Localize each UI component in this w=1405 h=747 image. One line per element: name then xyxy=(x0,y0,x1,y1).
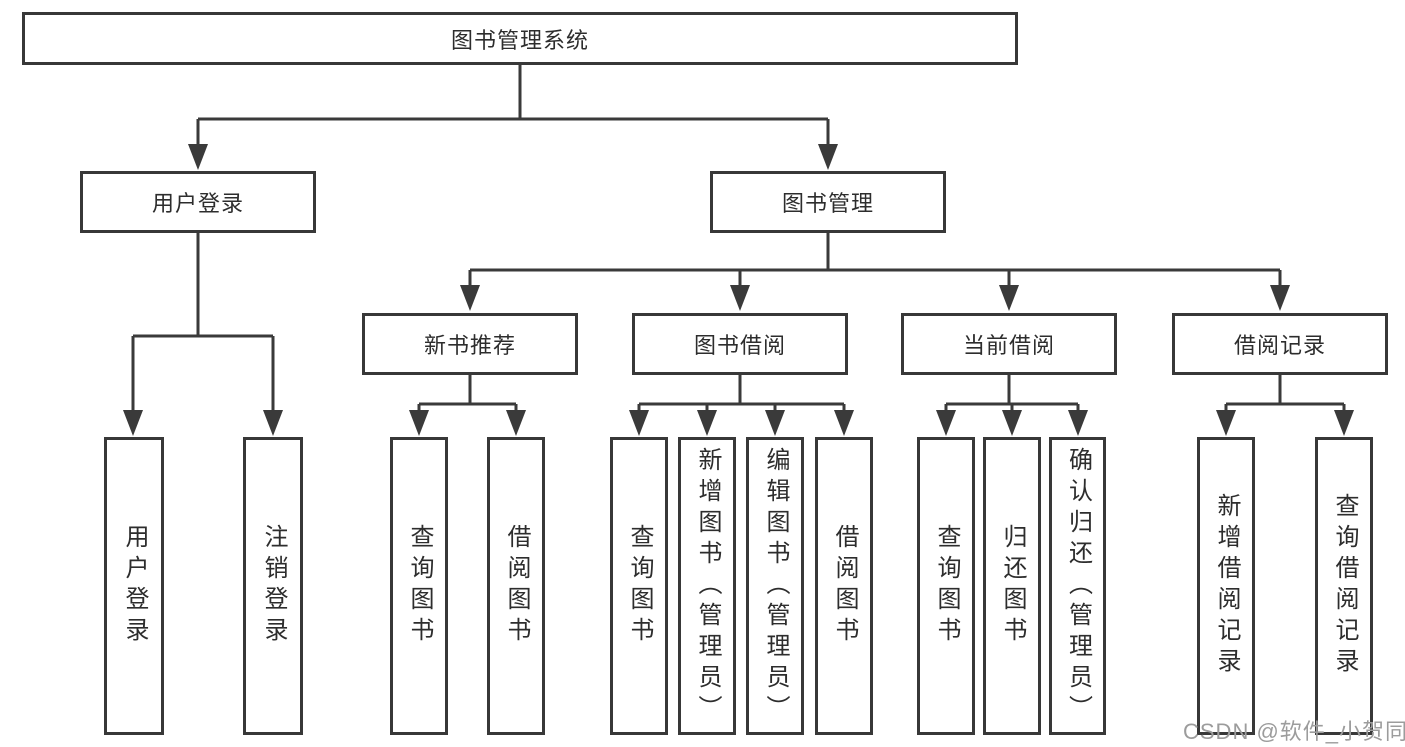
arrowhead xyxy=(834,410,854,436)
leaf-borrow-books: 借阅图书 xyxy=(815,437,873,735)
leaf-query-books: 查询图书 xyxy=(610,437,668,735)
connector-book-management-to-sections xyxy=(460,233,1290,311)
arrowhead xyxy=(765,410,785,436)
node-new-book-recommend: 新书推荐 xyxy=(362,313,578,375)
leaf-confirm-return-admin: 确认归还（管理员） xyxy=(1049,437,1106,735)
node-library-management-system: 图书管理系统 xyxy=(22,12,1018,65)
leaf-edit-book-admin: 编辑图书（管理员） xyxy=(746,437,804,735)
arrowhead xyxy=(1334,410,1354,436)
connector-new-books-to-leaves xyxy=(409,375,526,436)
leaf-query-books: 查询图书 xyxy=(917,437,975,735)
node-book-borrowing: 图书借阅 xyxy=(632,313,848,375)
leaf-user-login: 用户登录 xyxy=(104,437,164,735)
arrowhead xyxy=(506,410,526,436)
node-borrowing-records: 借阅记录 xyxy=(1172,313,1388,375)
leaf-borrow-books: 借阅图书 xyxy=(487,437,545,735)
arrowhead xyxy=(1002,410,1022,436)
connector-current-borrowing-to-leaves xyxy=(936,375,1088,436)
connector-root-to-children xyxy=(188,65,838,170)
arrowhead xyxy=(629,410,649,436)
node-current-borrowing: 当前借阅 xyxy=(901,313,1117,375)
arrowhead xyxy=(818,144,838,170)
leaf-query-borrow-record: 查询借阅记录 xyxy=(1315,437,1373,735)
connector-user-login-to-leaves xyxy=(123,233,283,436)
arrowhead xyxy=(409,410,429,436)
arrowhead xyxy=(1068,410,1088,436)
arrowhead xyxy=(999,285,1019,311)
leaf-add-borrow-record: 新增借阅记录 xyxy=(1197,437,1255,735)
leaf-logout: 注销登录 xyxy=(243,437,303,735)
arrowhead xyxy=(123,410,143,436)
arrowhead xyxy=(460,285,480,311)
arrowhead xyxy=(936,410,956,436)
csdn-watermark: CSDN @软件_小贺同学 xyxy=(1183,719,1405,744)
connector-book-borrowing-to-leaves xyxy=(629,375,854,436)
arrowhead xyxy=(263,410,283,436)
leaf-return-books: 归还图书 xyxy=(983,437,1041,735)
node-user-login: 用户登录 xyxy=(80,171,316,233)
arrowhead xyxy=(1270,285,1290,311)
connector-borrow-records-to-leaves xyxy=(1216,375,1354,436)
arrowhead xyxy=(697,410,717,436)
arrowhead xyxy=(730,285,750,311)
arrowhead xyxy=(1216,410,1236,436)
node-book-management: 图书管理 xyxy=(710,171,946,233)
leaf-add-book-admin: 新增图书（管理员） xyxy=(678,437,736,735)
leaf-query-books: 查询图书 xyxy=(390,437,448,735)
arrowhead xyxy=(188,144,208,170)
